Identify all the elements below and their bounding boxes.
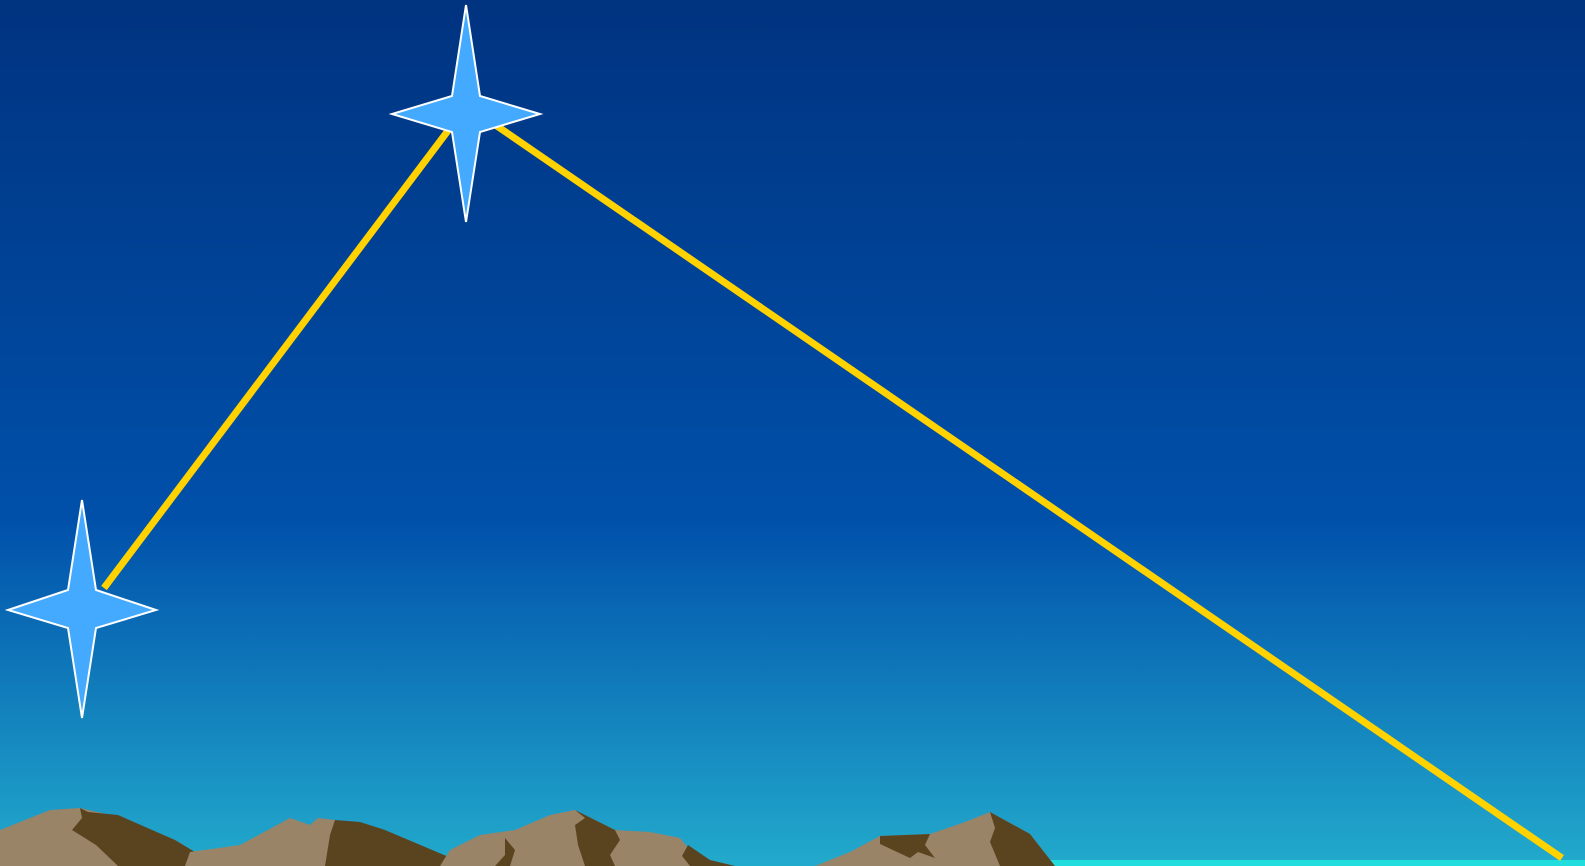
mountain-left-shadow (72, 808, 200, 866)
constellation-lines (101, 121, 1564, 861)
constellation-line-right (492, 121, 1564, 861)
mountain-range (0, 808, 1055, 866)
mountain-second (185, 818, 360, 866)
four-point-star-icon (388, 4, 544, 223)
mountain-middle-shadow-3 (682, 845, 735, 866)
mountain-second-shadow (325, 820, 470, 866)
constellation-line-left (101, 125, 453, 591)
star-lower (4, 499, 160, 719)
star-upper (388, 4, 544, 223)
mountain-right-shadow (990, 812, 1055, 866)
mountain-right-shadow-2 (880, 834, 935, 858)
horizon-accent (1045, 860, 1585, 866)
mountain-middle-shadow (575, 810, 620, 866)
four-point-star-icon (4, 499, 160, 719)
mountain-middle-shadow-2 (495, 838, 515, 866)
